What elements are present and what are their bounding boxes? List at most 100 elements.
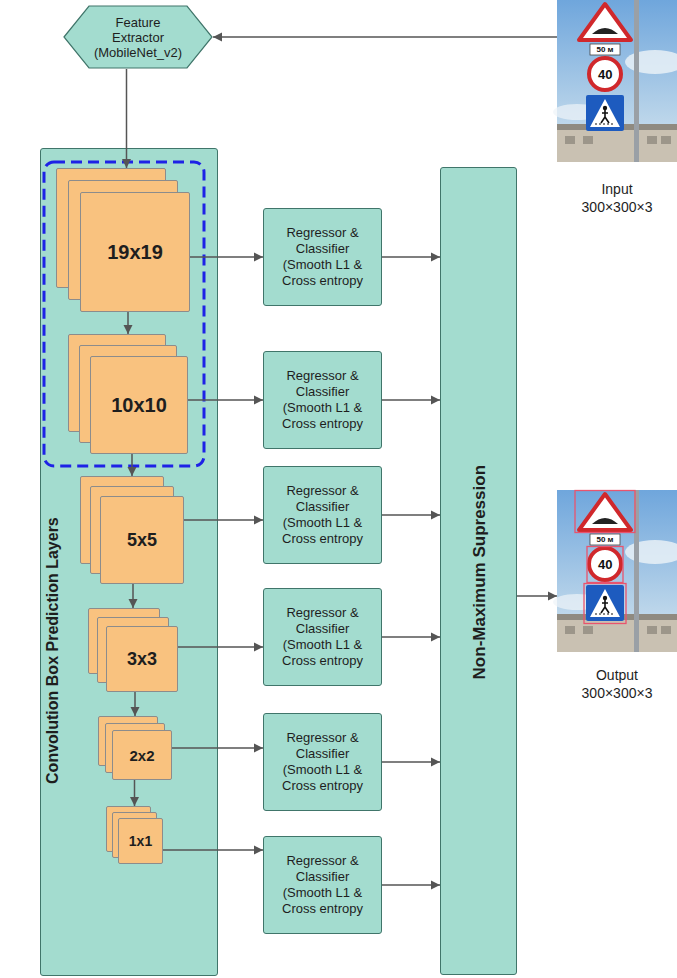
connector (382, 881, 440, 890)
regressor-label: Regressor & Classifier (Smooth L1 & Cros… (273, 483, 372, 547)
feature-map-label-area: 10x10 (90, 356, 188, 454)
arrow-head (254, 516, 263, 525)
regressor-box: Regressor & Classifier (Smooth L1 & Cros… (263, 351, 382, 449)
regressor-label: Regressor & Classifier (Smooth L1 & Cros… (273, 368, 372, 432)
rotated-label-holder: Convolution Box Prediction Layers (42, 517, 61, 784)
regressor-label: Regressor & Classifier (Smooth L1 & Cros… (273, 853, 372, 917)
connector (122, 69, 131, 168)
connector (184, 516, 263, 525)
input-photo (553, 0, 677, 162)
arrow-head (431, 758, 440, 767)
sign-text: 40 (598, 68, 612, 81)
image-caption: Output 300×300×3 (574, 666, 660, 702)
photo-text-holder: 50 м (597, 46, 614, 54)
arrow-head (254, 253, 263, 262)
photo-text-holder: 40 (598, 558, 612, 571)
feature-extractor-hexagon: Feature Extractor (MobileNet_v2) (63, 5, 213, 69)
feature-map-stack: 2x2 (98, 716, 172, 780)
feature-map-size: 19x19 (107, 241, 163, 264)
connector (128, 454, 137, 476)
rotated-label-holder: Non-Maximum Supression (470, 465, 490, 679)
regressor-label: Regressor & Classifier (Smooth L1 & Cros… (273, 225, 372, 289)
input-image: Input 300×300×3 (557, 0, 677, 216)
connector (382, 758, 440, 767)
feature-map-stack: 1x1 (106, 806, 163, 864)
connector-line (178, 646, 263, 648)
output-photo (553, 490, 677, 652)
feature-map-label-area: 5x5 (100, 496, 184, 584)
connector (517, 592, 557, 601)
arrow-head (431, 253, 440, 262)
image-caption: Input 300×300×3 (574, 180, 660, 216)
arrow-head (431, 396, 440, 405)
connector (131, 692, 140, 716)
arrow-head (213, 33, 222, 42)
arrow-head (431, 511, 440, 520)
feature-map-label-area: 19x19 (80, 192, 190, 312)
feature-map-stack: 19x19 (56, 168, 190, 312)
nms-bar: Non-Maximum Supression (440, 167, 517, 975)
sign-text: 40 (598, 558, 612, 571)
arrow-head (131, 707, 140, 716)
arrow-head (431, 881, 440, 890)
photo-text-holder: 50 м (597, 536, 614, 544)
connector (382, 396, 440, 405)
connector-line (188, 399, 263, 401)
connector (163, 846, 263, 855)
extractor-label: Feature Extractor (MobileNet_v2) (90, 15, 186, 60)
connector (382, 511, 440, 520)
connector (190, 253, 263, 262)
regressor-box: Regressor & Classifier (Smooth L1 & Cros… (263, 836, 382, 934)
panel-heading: Convolution Box Prediction Layers (42, 517, 61, 784)
feature-map-size: 1x1 (129, 833, 152, 849)
arrow-head (254, 744, 263, 753)
output-image: Output 300×300×3 (557, 490, 677, 702)
hexagon-label-area: Feature Extractor (MobileNet_v2) (63, 5, 213, 69)
feature-map-size: 10x10 (111, 394, 167, 417)
arrow-head (122, 159, 131, 168)
feature-map-label-area: 1x1 (118, 818, 163, 864)
regressor-box: Regressor & Classifier (Smooth L1 & Cros… (263, 588, 382, 686)
connector-line (190, 256, 263, 258)
connector-line (163, 849, 263, 851)
connector-line (213, 36, 557, 38)
photo-text-holder: 40 (598, 68, 612, 81)
feature-map-size: 5x5 (127, 530, 157, 551)
sign-text: 50 м (597, 46, 614, 54)
feature-map-stack: 3x3 (88, 608, 178, 692)
regressor-box: Regressor & Classifier (Smooth L1 & Cros… (263, 208, 382, 306)
connector (382, 253, 440, 262)
feature-map-label-area: 2x2 (112, 730, 172, 780)
arrow-head (130, 797, 139, 806)
arrow-head (431, 633, 440, 642)
connector (124, 312, 133, 334)
arrow-head (548, 592, 557, 601)
connector (188, 396, 263, 405)
regressor-label: Regressor & Classifier (Smooth L1 & Cros… (273, 730, 372, 794)
feature-map-size: 3x3 (127, 649, 157, 670)
arrow-head (129, 599, 138, 608)
connector (382, 633, 440, 642)
connector (129, 584, 138, 608)
arrow-head (128, 467, 137, 476)
feature-map-stack: 5x5 (80, 476, 184, 584)
connector (172, 744, 263, 753)
feature-map-stack: 10x10 (68, 334, 188, 454)
arrow-head (254, 846, 263, 855)
regressor-box: Regressor & Classifier (Smooth L1 & Cros… (263, 466, 382, 564)
regressor-label: Regressor & Classifier (Smooth L1 & Cros… (273, 605, 372, 669)
dashed-group-outline (44, 162, 204, 466)
feature-map-label-area: 3x3 (106, 626, 178, 692)
connector-line (126, 69, 128, 168)
layer-panel: Convolution Box Prediction Layers 19x19 10… (40, 148, 218, 976)
connector-line (184, 519, 263, 521)
connector-line (172, 747, 263, 749)
connector (178, 643, 263, 652)
hexagon-shape (64, 6, 212, 68)
connector (213, 33, 557, 42)
arrow-head (254, 643, 263, 652)
sign-text: 50 м (597, 536, 614, 544)
regressor-box: Regressor & Classifier (Smooth L1 & Cros… (263, 713, 382, 811)
arrow-head (254, 396, 263, 405)
